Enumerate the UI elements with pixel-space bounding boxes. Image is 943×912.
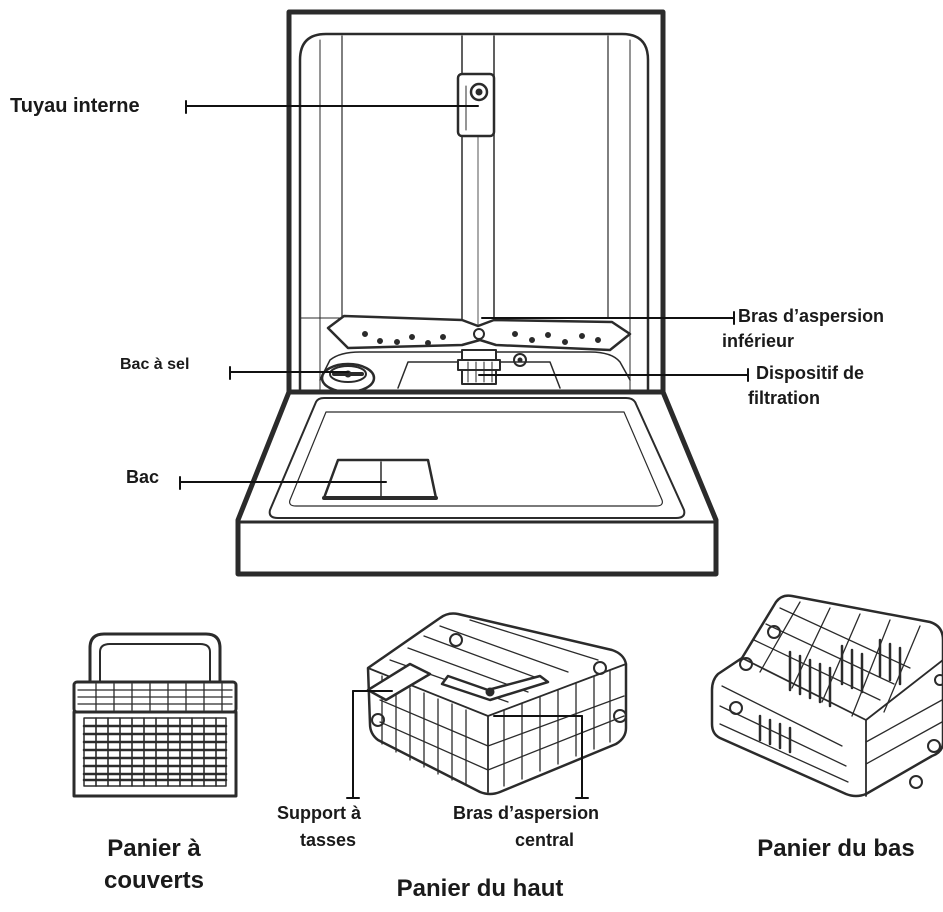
label-dispenser: Bac: [126, 467, 160, 487]
cutlery-basket: [72, 632, 238, 798]
lower-spray-arm: [326, 314, 632, 352]
label-salt-container: Bac à sel: [120, 356, 190, 373]
label-lower-spray-arm-1: Bras d’aspersion: [738, 306, 885, 326]
label-filter-2: filtration: [748, 388, 820, 408]
caption-cutlery-basket-2: couverts: [103, 867, 205, 894]
label-filter-1: Dispositif de: [756, 363, 865, 383]
dishwasher-body: [235, 9, 719, 577]
leader-lines-top: [179, 100, 749, 490]
caption-lower-basket: Panier du bas: [757, 835, 915, 862]
label-middle-spray-arm-2: central: [515, 830, 575, 850]
caption-cutlery-basket-1: Panier à: [107, 835, 201, 862]
salt-container: [320, 362, 376, 394]
detergent-dispenser: [322, 458, 438, 500]
lower-basket: [710, 594, 943, 798]
leader-lines-basket: [346, 690, 589, 799]
dishwasher-door: [235, 389, 719, 577]
caption-upper-basket: Panier du haut: [396, 875, 564, 902]
label-lower-spray-arm-2: inférieur: [722, 331, 795, 351]
filter-assembly: [457, 349, 527, 385]
label-cup-shelf-1: Support à: [277, 803, 361, 823]
label-inner-pipe: Tuyau interne: [10, 95, 140, 117]
upper-basket: [366, 612, 628, 796]
label-cup-shelf-2: tasses: [300, 830, 357, 850]
label-middle-spray-arm-1: Bras d’aspersion: [453, 803, 600, 823]
